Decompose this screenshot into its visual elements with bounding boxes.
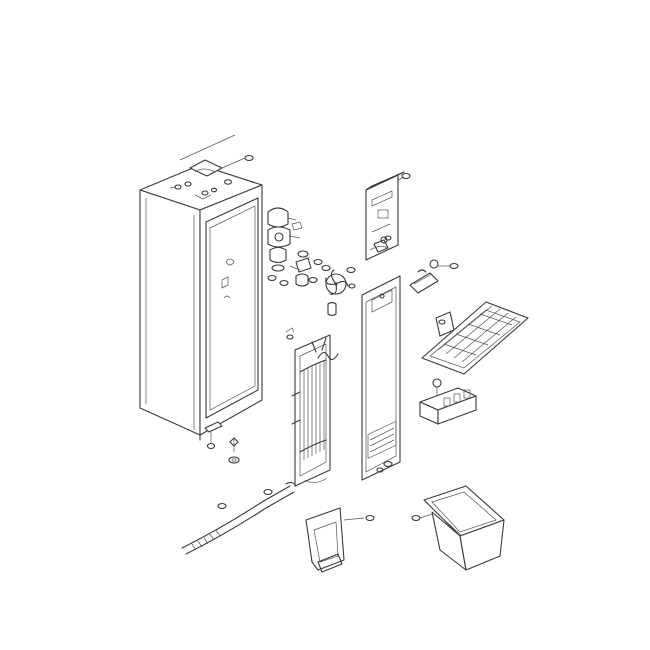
control-box (365, 171, 411, 261)
leveling-leg (228, 437, 240, 464)
fan-motor (289, 250, 323, 287)
top-hinge-cover (169, 134, 254, 200)
evaporator-shelf-grille (421, 301, 529, 375)
evaporator (285, 327, 331, 487)
evaporator-fan-assembly (267, 207, 303, 287)
fan-blade (321, 264, 356, 317)
crisper-tray (411, 485, 505, 571)
evaporator-cover (361, 275, 401, 481)
drain-heater (317, 351, 339, 361)
drain-hose (181, 481, 297, 555)
lower-hinge (204, 421, 223, 450)
base-bracket (305, 507, 375, 573)
thermistor-sensor (409, 259, 459, 294)
compressor-bracket (419, 378, 477, 425)
cabinet (139, 164, 263, 441)
hardware-fasteners (286, 235, 392, 340)
